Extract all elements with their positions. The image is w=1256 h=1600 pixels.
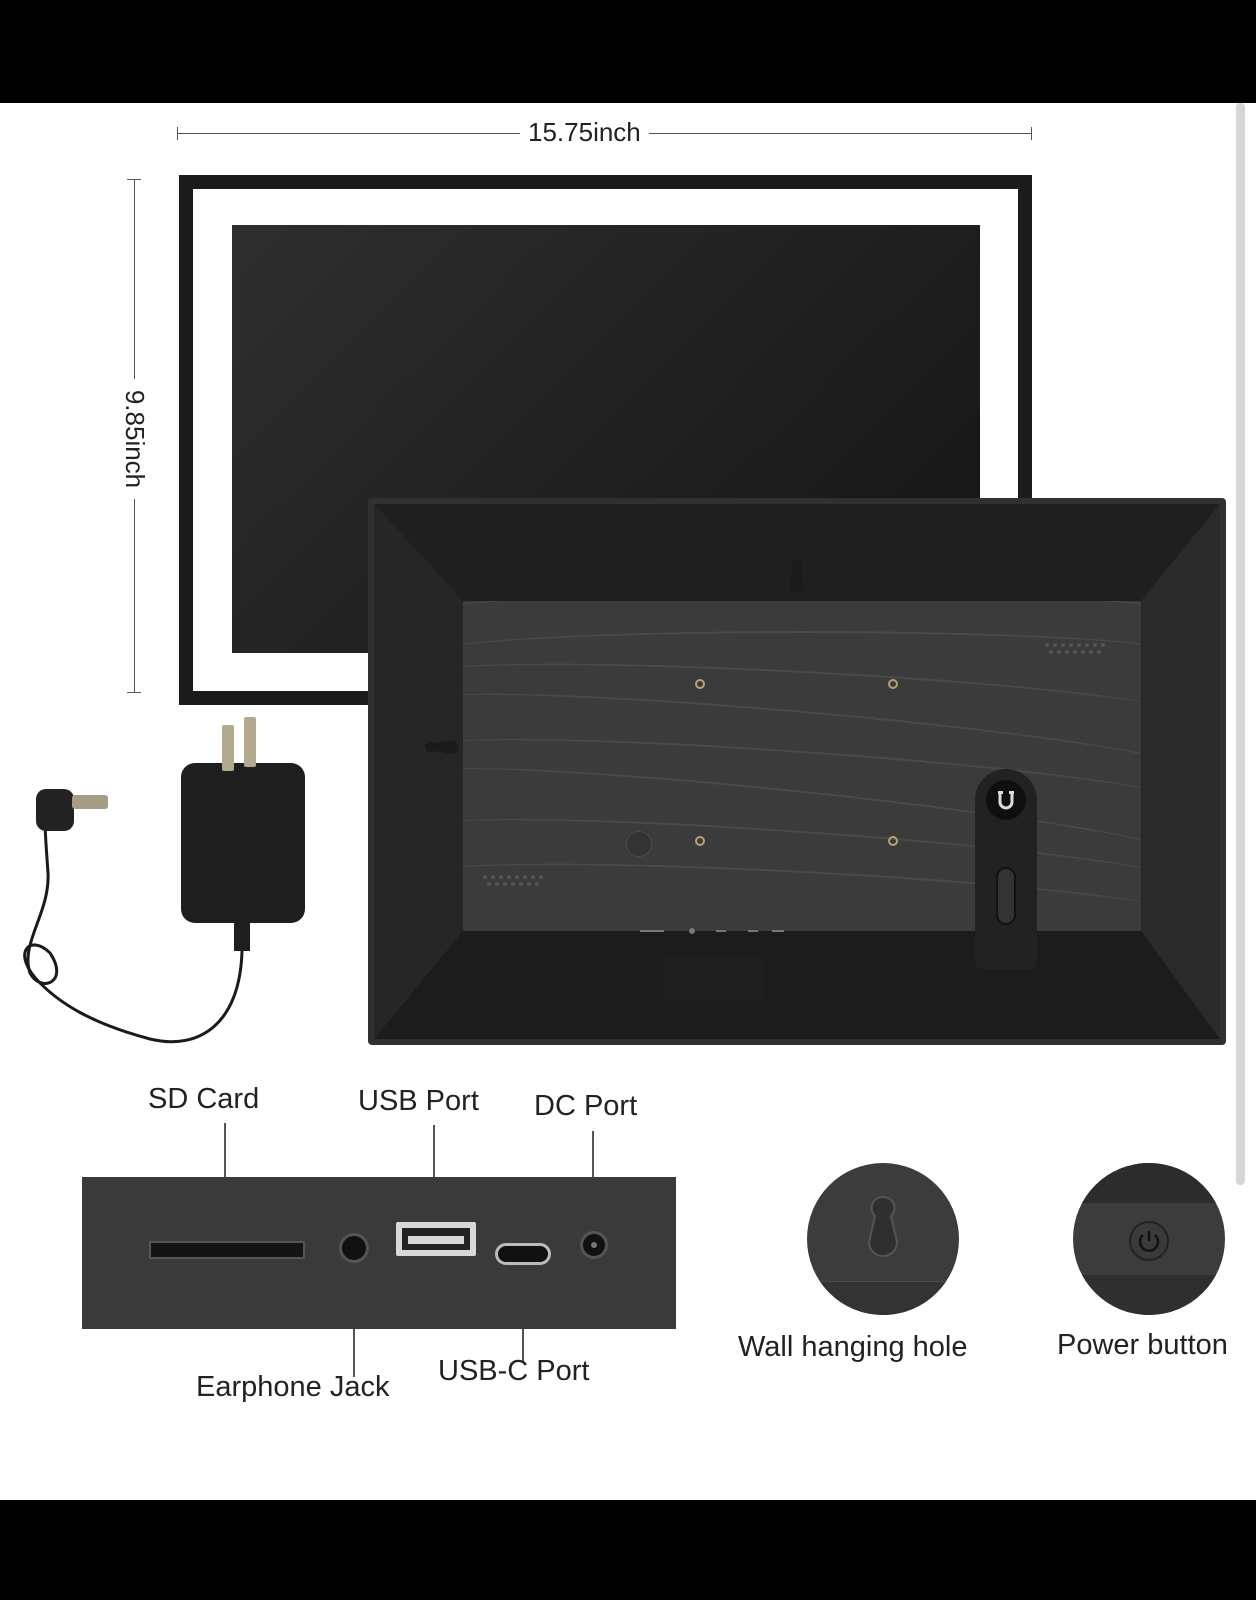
height-dimension-label: 9.85inch xyxy=(119,379,150,499)
port-markings xyxy=(640,928,784,934)
width-dimension-label: 15.75inch xyxy=(520,117,649,148)
height-dimension-tick-top xyxy=(127,179,141,180)
stand-slot xyxy=(996,867,1016,925)
screw-hole xyxy=(695,836,705,846)
leader-sd-card xyxy=(224,1123,226,1203)
power-button-detail xyxy=(1073,1163,1225,1315)
port-panel xyxy=(82,1177,676,1329)
width-dimension-tick-right xyxy=(1031,127,1032,140)
label-usb-port: USB Port xyxy=(358,1085,479,1117)
label-power-button: Power button xyxy=(1057,1329,1228,1361)
usb-port-icon xyxy=(396,1222,476,1256)
label-usbc-port: USB-C Port xyxy=(438,1355,590,1387)
adapter-prong-left xyxy=(222,725,234,771)
label-dc-port: DC Port xyxy=(534,1090,638,1122)
speaker-grille-bottom xyxy=(483,875,543,886)
power-icon xyxy=(1129,1221,1169,1261)
dc-port xyxy=(580,1231,608,1259)
label-earphone-jack: Earphone Jack xyxy=(196,1371,390,1403)
frame-stand xyxy=(975,769,1037,969)
adapter-cable xyxy=(23,810,244,1044)
sd-card-slot xyxy=(149,1241,305,1259)
port-cover xyxy=(663,955,765,1001)
height-dimension-tick-bottom xyxy=(127,692,141,693)
screw-hole xyxy=(888,679,898,689)
frame-back-bevels xyxy=(374,504,1220,1039)
label-sd-card: SD Card xyxy=(148,1083,260,1115)
adapter-prong-right xyxy=(244,717,256,767)
product-diagram: 15.75inch 9.85inch xyxy=(0,103,1256,1500)
screw-hole xyxy=(888,836,898,846)
frame-back-panel xyxy=(463,601,1141,931)
wall-hanging-hole-detail xyxy=(807,1163,959,1315)
width-dimension-tick-left xyxy=(177,127,178,140)
keyhole-icon xyxy=(790,560,804,593)
magnet-u-icon xyxy=(986,780,1026,820)
keyhole-icon xyxy=(867,1195,899,1257)
leader-usb-port xyxy=(433,1125,435,1191)
leader-dc-port xyxy=(592,1131,594,1193)
screw-hole xyxy=(695,679,705,689)
label-wall-hanging-hole: Wall hanging hole xyxy=(738,1331,968,1363)
earphone-jack xyxy=(339,1233,369,1263)
dc-plug-tip xyxy=(72,795,108,809)
usbc-port-icon xyxy=(495,1243,551,1265)
keyhole-icon xyxy=(425,740,458,754)
page-scrollbar[interactable] xyxy=(1236,103,1245,1185)
back-button xyxy=(626,831,652,857)
speaker-grille-top xyxy=(1045,643,1105,654)
power-adapter xyxy=(181,763,305,923)
dc-plug xyxy=(36,789,74,831)
adapter-cable-strain-relief xyxy=(234,921,250,951)
